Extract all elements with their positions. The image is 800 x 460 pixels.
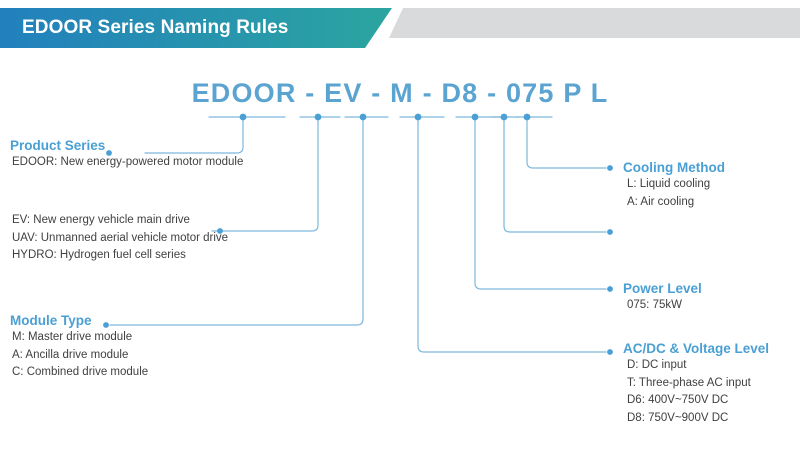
block-application-line-0: EV: New energy vehicle main drive xyxy=(12,214,190,226)
dot-code-d8 xyxy=(414,113,422,121)
block-module-type-line-2: C: Combined drive module xyxy=(12,366,149,378)
block-application-line-1: UAV: Unmanned aerial vehicle motor drive xyxy=(12,231,229,244)
block-product-series: Product Series EDOOR: New energy-powered… xyxy=(10,138,243,172)
dot-acdc-voltage xyxy=(607,349,613,355)
wire-l xyxy=(526,116,607,169)
block-cooling-method-heading: Cooling Method xyxy=(623,160,725,175)
dot-unlabeled-p xyxy=(607,229,613,235)
banner-gray-tail xyxy=(389,8,800,38)
block-product-series-line-0: EDOOR: New energy-powered motor module xyxy=(12,156,244,168)
block-acdc-voltage-line-0: D: DC input xyxy=(627,359,687,371)
block-module-type: Module Type M: Master drive module A: An… xyxy=(10,313,148,382)
block-acdc-voltage-heading: AC/DC & Voltage Level xyxy=(623,341,770,356)
block-acdc-voltage-line-3: D8: 750V~900V DC xyxy=(627,411,729,424)
block-application: EV: New energy vehicle main drive UAV: U… xyxy=(10,212,228,265)
header-banner xyxy=(0,8,800,48)
dot-cooling-method xyxy=(607,165,613,171)
dot-power-level xyxy=(607,286,613,292)
block-cooling-method-line-1: A: Air cooling xyxy=(627,195,695,208)
page-title: EDOOR Series Naming Rules xyxy=(22,17,289,38)
block-power-level-heading: Power Level xyxy=(623,281,702,296)
wire-075 xyxy=(474,116,607,290)
wire-p xyxy=(503,116,607,233)
block-product-series-heading: Product Series xyxy=(10,138,106,153)
block-power-level: Power Level 075: 75kW xyxy=(614,281,702,315)
block-acdc-voltage-line-1: T: Three-phase AC input xyxy=(627,376,751,389)
dot-code-p xyxy=(500,113,508,121)
block-module-type-line-0: M: Master drive module xyxy=(12,331,133,343)
dot-code-m xyxy=(359,113,367,121)
block-application-line-2: HYDRO: Hydrogen fuel cell series xyxy=(12,249,186,261)
dot-code-l xyxy=(523,113,531,121)
dot-code-075 xyxy=(471,113,479,121)
block-cooling-method-line-0: L: Liquid cooling xyxy=(627,178,711,190)
wire-d8 xyxy=(417,116,607,353)
block-acdc-voltage-line-2: D6: 400V~750V DC xyxy=(627,394,729,406)
block-module-type-line-1: A: Ancilla drive module xyxy=(12,348,129,361)
block-cooling-method: Cooling Method L: Liquid cooling A: Air … xyxy=(614,160,725,211)
block-power-level-line-0: 075: 75kW xyxy=(627,299,682,311)
banner-teal-shape xyxy=(0,8,392,48)
block-acdc-voltage: AC/DC & Voltage Level D: DC input T: Thr… xyxy=(614,341,769,427)
dot-code-ev xyxy=(314,113,322,121)
block-module-type-heading: Module Type xyxy=(10,313,92,328)
naming-code: EDOOR - EV - M - D8 - 075 P L xyxy=(191,78,609,108)
dot-code-edoor xyxy=(239,113,247,121)
